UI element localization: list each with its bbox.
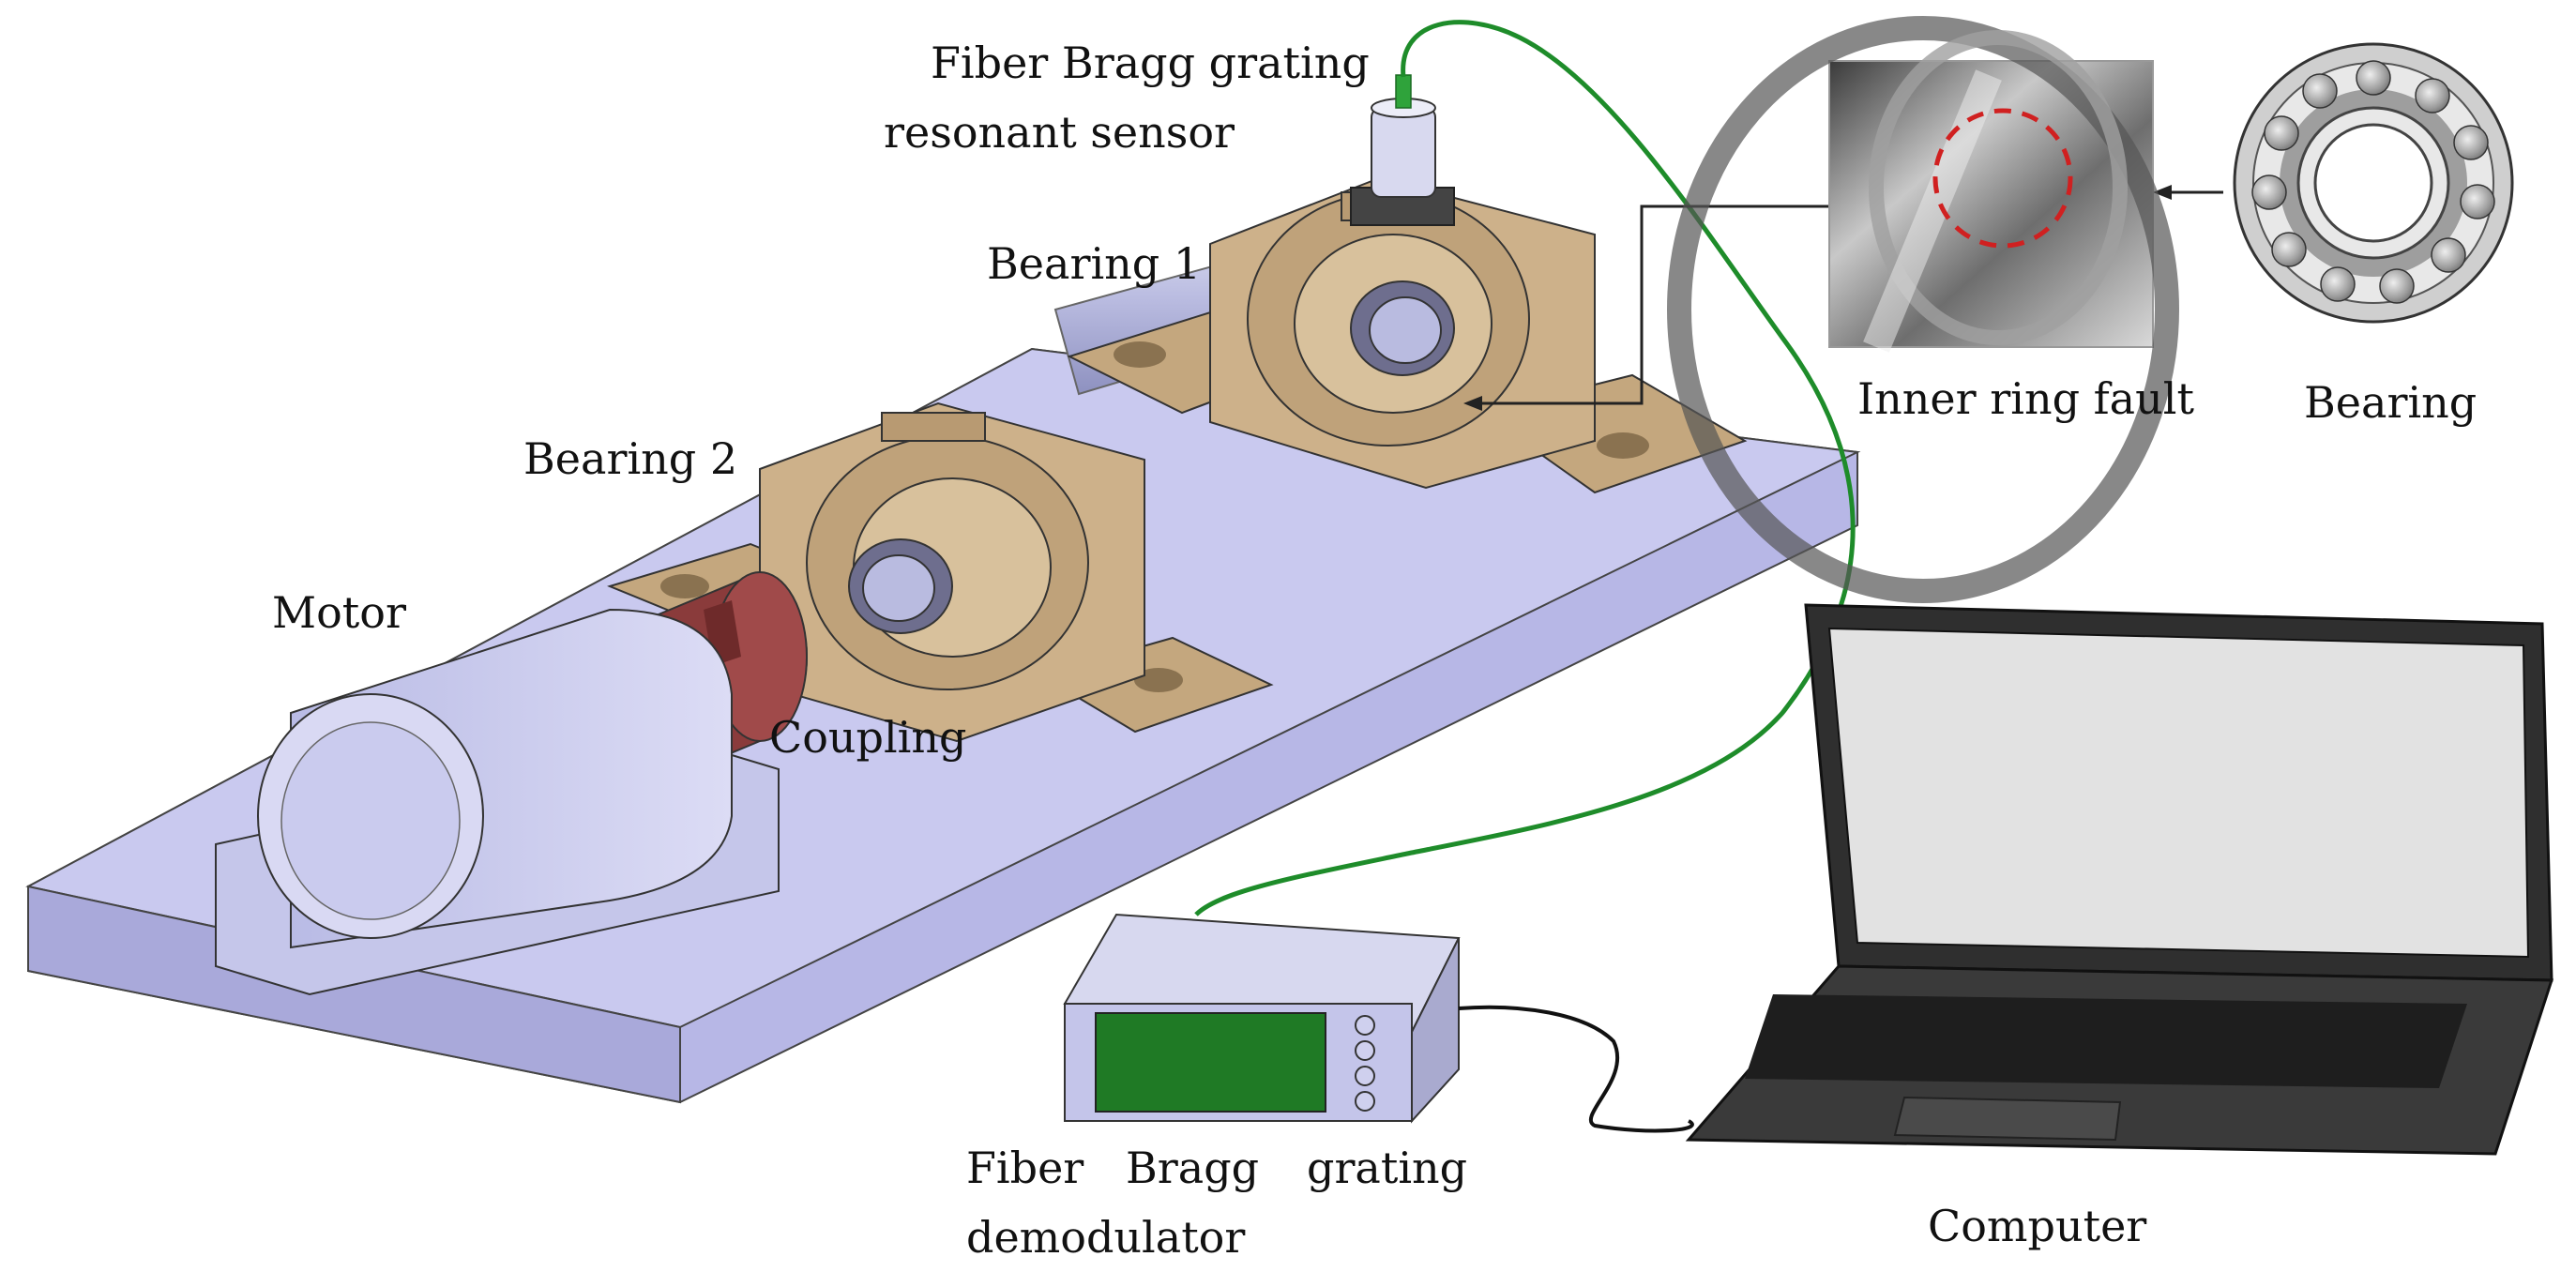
label-demod-word3: grating — [1307, 1143, 1468, 1193]
label-sensor-line1: Fiber Bragg grating — [931, 38, 1370, 88]
motor — [215, 608, 780, 996]
demodulator-box-icon — [1063, 913, 1461, 1124]
fault-leader-line — [1473, 204, 1829, 405]
label-bearing-2: Bearing 2 — [523, 433, 738, 484]
label-inner-ring-fault: Inner ring fault — [1857, 373, 2194, 424]
inner-ring-fault-photo — [1667, 16, 2179, 603]
label-demod-word1: Fiber — [966, 1143, 1084, 1193]
label-computer: Computer — [1928, 1201, 2147, 1251]
label-motor: Motor — [272, 587, 406, 638]
label-bearing: Bearing — [2304, 377, 2478, 428]
bearing-2-housing — [607, 401, 1274, 743]
label-bearing-1: Bearing 1 — [987, 238, 1202, 289]
fault-circle — [1932, 108, 2073, 249]
label-coupling: Coupling — [769, 712, 967, 763]
label-demod-line2: demodulator — [966, 1212, 1246, 1263]
ball-bearing-icon — [2233, 42, 2514, 324]
label-sensor-line2: resonant sensor — [884, 107, 1235, 158]
fbg-sensor — [1350, 74, 1455, 226]
optical-fiber — [1194, 20, 1856, 916]
label-demod-word2: Bragg — [1126, 1143, 1260, 1193]
laptop-icon — [1685, 603, 2554, 1156]
data-cable — [1458, 1005, 1694, 1133]
